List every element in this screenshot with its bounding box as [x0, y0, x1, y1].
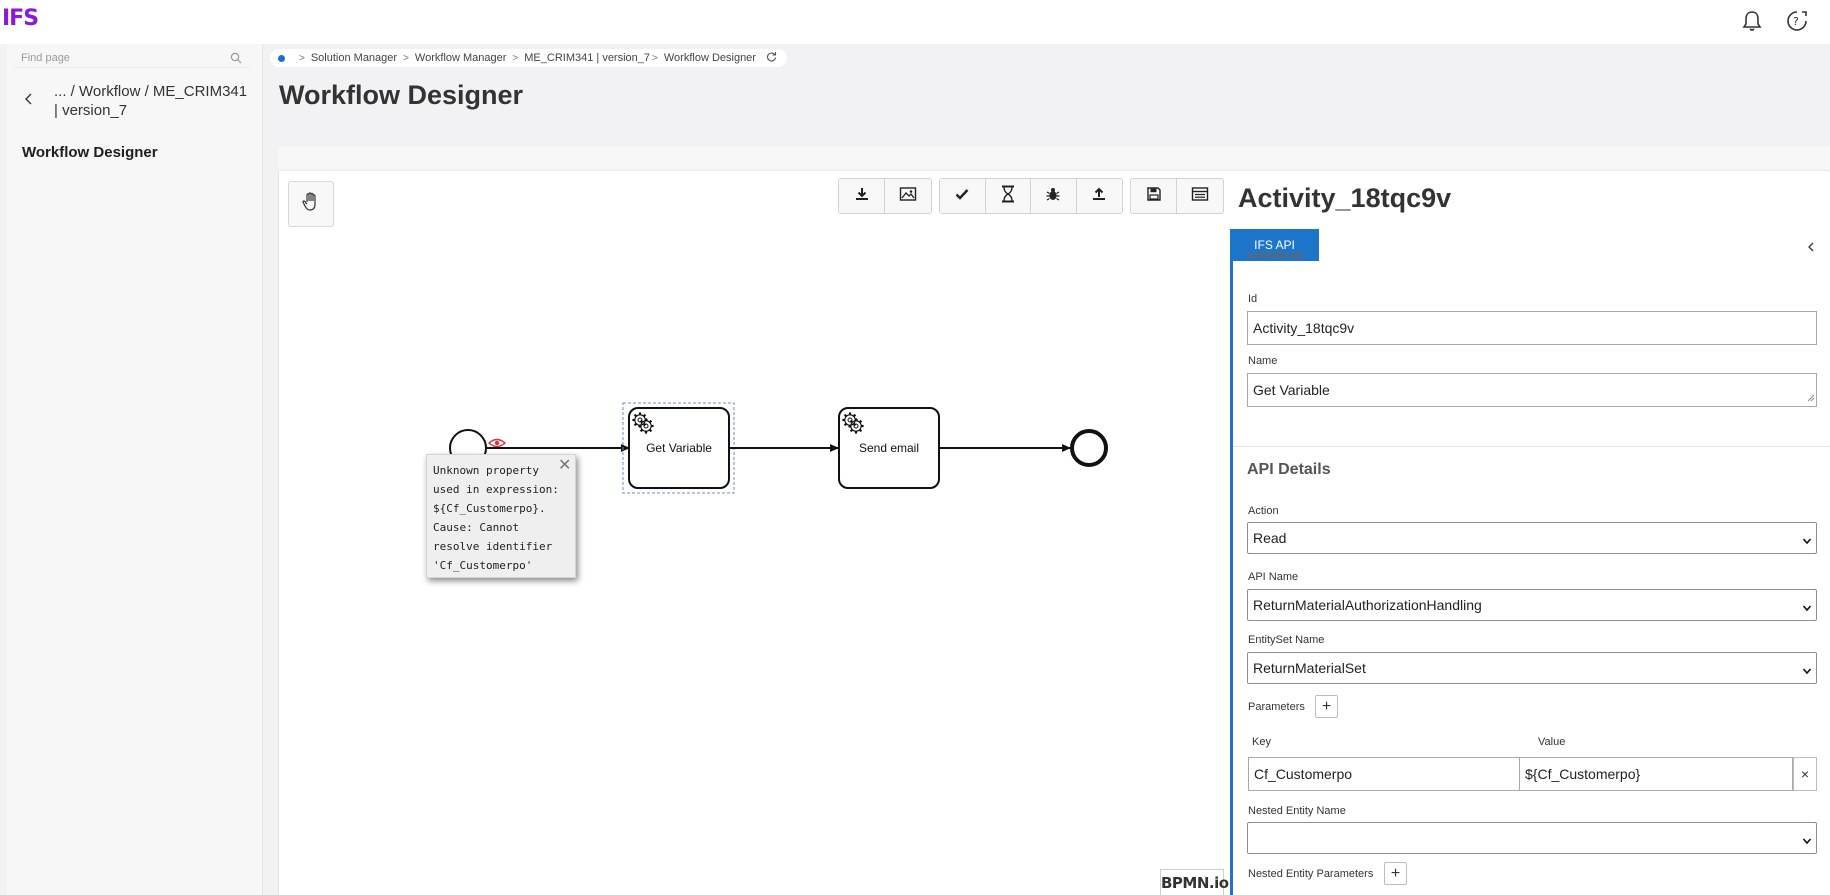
parameter-key-input[interactable]: Cf_Customerpo [1248, 757, 1520, 791]
refresh-icon[interactable] [766, 51, 777, 65]
resize-grip-icon[interactable] [1807, 389, 1815, 405]
breadcrumb-item[interactable]: ME_CRIM341 | version_7 [524, 52, 651, 64]
back-chevron-icon[interactable] [22, 92, 36, 106]
api-name-select[interactable]: ReturnMaterialAuthorizationHandling [1247, 589, 1817, 621]
chevron-down-icon [1802, 533, 1812, 549]
section-title-general: General [1247, 252, 1303, 262]
bpmn-io-logo[interactable]: BPMN.io [1160, 869, 1229, 895]
top-bar: IFS ? [0, 0, 1830, 42]
task-label: Get Variable [646, 441, 712, 455]
entityset-select[interactable]: ReturnMaterialSet [1247, 652, 1817, 684]
timer-button[interactable] [986, 179, 1031, 213]
breadcrumb-item[interactable]: Solution Manager [310, 52, 398, 64]
properties-title: Activity_18tqc9v [1238, 183, 1452, 213]
debug-button[interactable] [1031, 179, 1077, 213]
breadcrumb-item[interactable]: Workflow Designer [663, 52, 756, 64]
page-title: Workflow Designer [279, 80, 524, 110]
parameters-label: Parameters [1248, 701, 1305, 713]
add-parameter-button[interactable]: + [1315, 695, 1338, 718]
find-page-input[interactable] [15, 48, 249, 68]
svg-text:?: ? [1793, 15, 1799, 28]
toolbar-group-validate [939, 178, 1123, 214]
properties-panel-button[interactable] [1177, 179, 1223, 213]
chevron-down-icon [1802, 833, 1812, 849]
key-header: Key [1252, 736, 1271, 748]
chevron-down-icon [1802, 663, 1812, 679]
hand-tool-button[interactable] [288, 181, 334, 227]
task-get-variable[interactable]: Get Variable [628, 407, 730, 489]
nested-params-label: Nested Entity Parameters [1248, 868, 1374, 880]
parameter-value-input[interactable]: ${Cf_Customerpo} [1519, 757, 1793, 791]
nested-entity-select[interactable] [1247, 822, 1817, 854]
bell-icon[interactable] [1740, 9, 1764, 33]
action-value: Read [1253, 530, 1287, 546]
bug-icon [1045, 186, 1061, 207]
left-navigation [7, 44, 263, 895]
chevron-right-icon: > [512, 52, 519, 64]
api-name-value: ReturnMaterialAuthorizationHandling [1253, 597, 1482, 613]
hand-icon [299, 190, 323, 219]
properties-accent-border [1230, 229, 1233, 895]
task-send-email[interactable]: Send email [838, 407, 940, 489]
deploy-button[interactable] [1077, 179, 1122, 213]
name-textarea[interactable]: Get Variable [1247, 373, 1817, 407]
chevron-right-icon: > [299, 52, 305, 64]
action-label: Action [1248, 505, 1279, 517]
tab-ifs-api[interactable]: IFS API [1230, 229, 1319, 261]
search-icon[interactable] [230, 51, 242, 69]
section-divider [1233, 446, 1830, 447]
end-event[interactable] [1070, 429, 1108, 467]
breadcrumb: > Solution Manager > Workflow Manager > … [270, 49, 787, 67]
chevron-left-icon[interactable] [1806, 240, 1816, 258]
entityset-label: EntitySet Name [1248, 634, 1325, 646]
id-input[interactable]: Activity_18tqc9v [1247, 311, 1817, 345]
nav-path[interactable]: ... / Workflow / ME_CRIM341 | version_7 [54, 83, 248, 119]
toolbar-group-save [1130, 178, 1224, 214]
task-label: Send email [859, 441, 919, 455]
download-icon [854, 186, 870, 207]
error-popup: Unknown property used in expression: ${C… [426, 454, 576, 578]
image-icon [899, 186, 917, 207]
card-header-strip [278, 147, 1830, 171]
chevron-right-icon: > [652, 52, 658, 64]
bpmn-diagram[interactable]: Get Variable Send email [279, 172, 1230, 895]
left-edge [0, 44, 7, 895]
hourglass-icon [1001, 185, 1015, 208]
add-nested-parameter-button[interactable]: + [1384, 862, 1407, 885]
entityset-value: ReturnMaterialSet [1253, 660, 1366, 676]
toolbar-group-export [838, 178, 932, 214]
ifs-logo[interactable]: IFS [2, 6, 39, 31]
upload-icon [1091, 186, 1107, 207]
api-name-label: API Name [1248, 571, 1299, 583]
validate-button[interactable] [940, 179, 986, 213]
check-icon [954, 186, 970, 207]
nested-entity-label: Nested Entity Name [1248, 805, 1346, 817]
nav-current-page[interactable]: Workflow Designer [22, 144, 158, 161]
save-icon [1146, 186, 1162, 207]
download-button[interactable] [839, 179, 885, 213]
list-icon [1191, 186, 1209, 207]
remove-parameter-button[interactable]: × [1793, 757, 1817, 791]
action-select[interactable]: Read [1247, 522, 1817, 554]
name-value: Get Variable [1253, 382, 1330, 398]
chevron-right-icon: > [403, 52, 409, 64]
home-dot-icon[interactable] [278, 54, 285, 62]
breadcrumb-item[interactable]: Workflow Manager [414, 52, 507, 64]
close-icon[interactable]: ✕ [558, 455, 572, 474]
chevron-down-icon [1802, 600, 1812, 616]
export-image-button[interactable] [885, 179, 931, 213]
error-message: Unknown property used in expression: ${C… [433, 464, 566, 572]
error-eye-icon[interactable] [487, 438, 507, 448]
save-button[interactable] [1131, 179, 1177, 213]
id-label: Id [1248, 293, 1258, 305]
value-header: Value [1538, 736, 1566, 748]
name-label: Name [1248, 355, 1278, 367]
help-icon[interactable]: ? [1785, 9, 1809, 33]
api-details-title: API Details [1247, 461, 1331, 478]
